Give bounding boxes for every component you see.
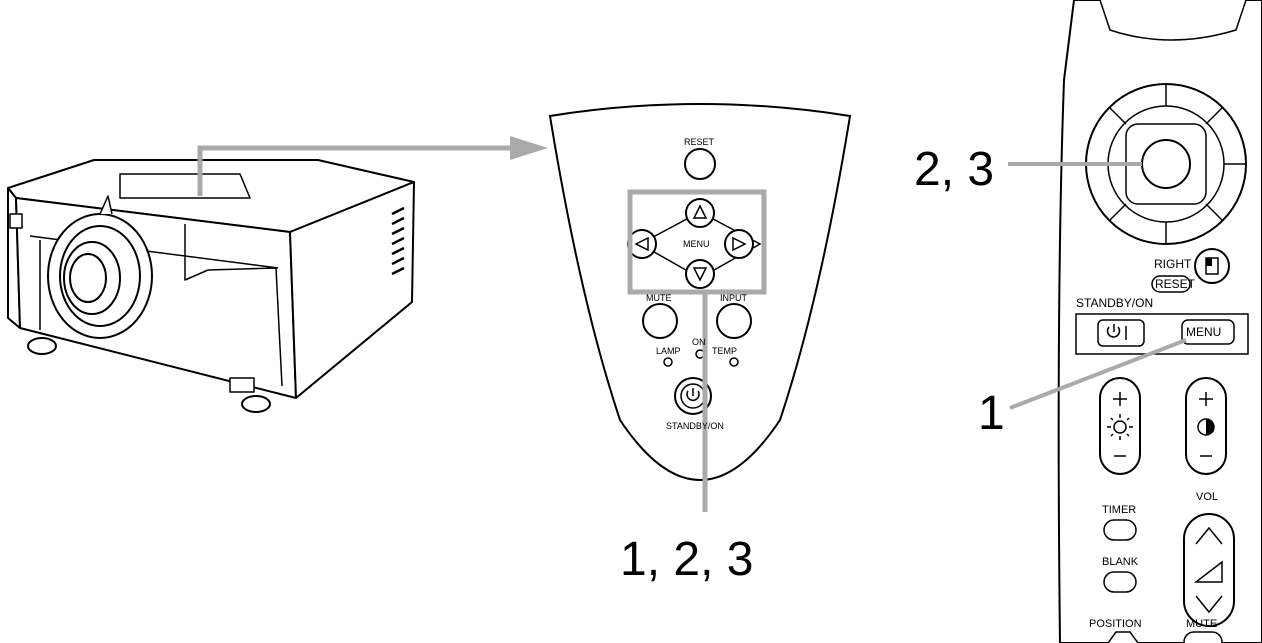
remote-menu-button xyxy=(1181,319,1235,345)
panel-input-button xyxy=(716,303,752,339)
remote-right-label: RIGHT xyxy=(1154,257,1192,271)
remote-blank-button xyxy=(1103,571,1137,593)
up-arrow-icon xyxy=(692,204,708,219)
remote-timer-button xyxy=(1103,519,1137,541)
brightness-icon xyxy=(1113,420,1127,434)
panel-standby-label: STANDBY/ON xyxy=(666,421,724,431)
remote-timer-label: TIMER xyxy=(1102,504,1137,516)
down-arrow-icon xyxy=(692,267,708,282)
remote-step-1-leader xyxy=(1009,338,1187,410)
remote-standby-label: STANDBY/ON xyxy=(1076,296,1154,310)
remote-reset-label: RESET xyxy=(1155,277,1196,291)
leader-arrowhead xyxy=(510,136,548,160)
panel-highlight-box xyxy=(627,189,767,295)
volume-icon xyxy=(1193,560,1223,583)
panel-on-label: ON xyxy=(692,337,706,347)
remote-control xyxy=(1057,0,1262,643)
remote-vol-label: VOL xyxy=(1196,491,1219,503)
remote-volume-button xyxy=(1183,513,1235,627)
panel-input-label: INPUT xyxy=(720,293,747,303)
remote-steps-23-callout: 2, 3 xyxy=(914,143,995,196)
remote-position-button xyxy=(1107,631,1139,643)
remote-blank-label: BLANK xyxy=(1102,556,1139,568)
remote-standby-button xyxy=(1097,319,1145,347)
panel-reset-button xyxy=(684,148,716,180)
panel-reset-label: RESET xyxy=(684,137,715,147)
remote-mute-label: MUTE xyxy=(1186,618,1218,630)
panel-menu-label: MENU xyxy=(683,239,710,249)
remote-step-1-callout: 1 xyxy=(978,387,1005,440)
remote-power-icon xyxy=(1106,324,1127,340)
power-icon xyxy=(686,388,700,401)
panel-mute-button xyxy=(642,303,678,339)
remote-position-label: POSITION xyxy=(1089,618,1142,630)
left-arrow-icon xyxy=(634,236,649,252)
remote-menu-label: MENU xyxy=(1186,325,1222,339)
right-arrow-icon xyxy=(732,236,747,252)
panel-mute-label: MUTE xyxy=(646,293,672,303)
remote-mute-button xyxy=(1183,631,1223,643)
projector-to-panel-leader xyxy=(197,145,510,196)
panel-lamp-label: LAMP xyxy=(656,346,681,356)
remote-dial-center xyxy=(1141,139,1191,189)
projector-illustration xyxy=(7,159,415,413)
panel-steps-callout: 1, 2, 3 xyxy=(620,533,754,586)
panel-temp-label: TEMP xyxy=(712,346,738,356)
